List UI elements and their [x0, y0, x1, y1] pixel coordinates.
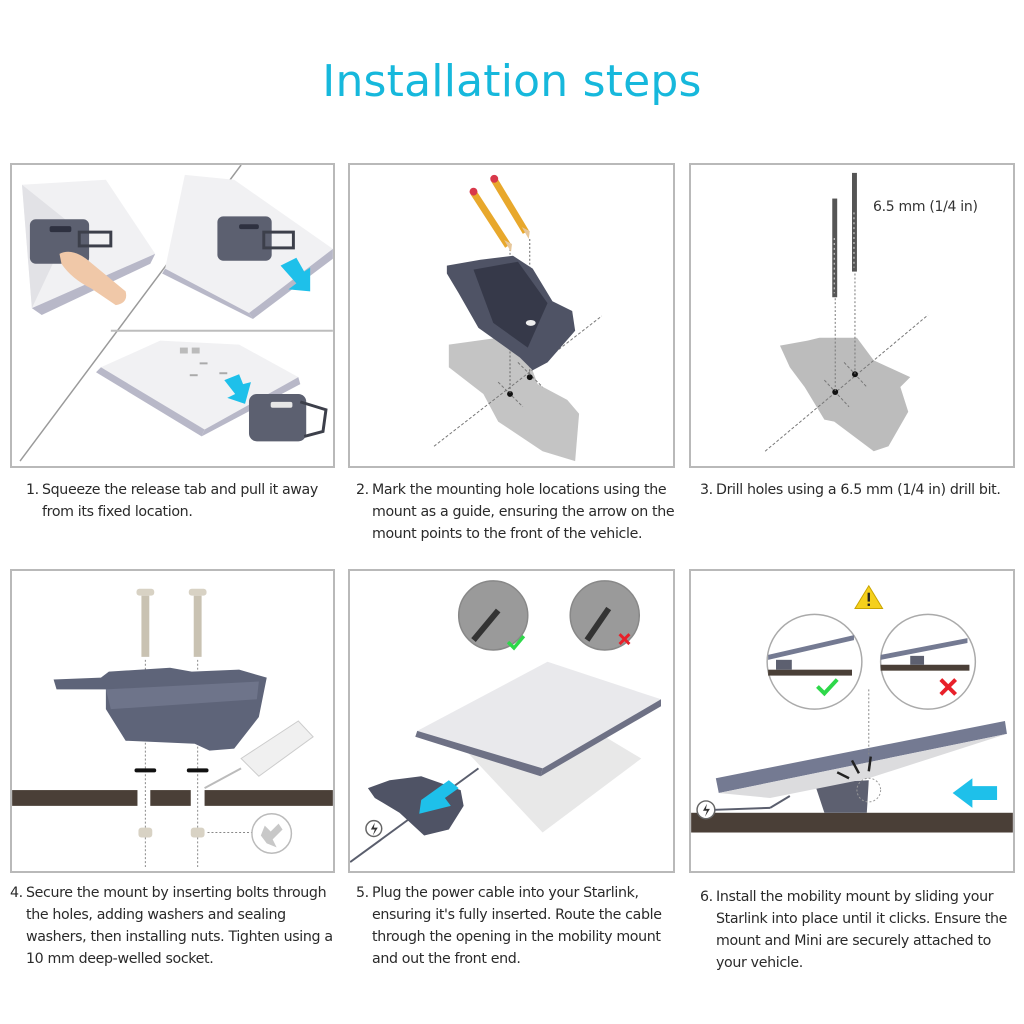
- drill-bit-icon: [832, 198, 838, 298]
- page-title: Installation steps: [322, 56, 702, 107]
- step-number: 5.: [356, 885, 369, 901]
- step-1-caption: 1. Squeeze the release tab and pull it a…: [26, 479, 336, 523]
- pencil-icon: [469, 187, 512, 252]
- incorrect-install-zoom: [879, 613, 977, 710]
- step-text: Secure the mount by inserting bolts thro…: [26, 885, 333, 967]
- warning-icon: [854, 584, 884, 609]
- power-icon: [696, 800, 716, 820]
- step-number: 3.: [700, 482, 713, 498]
- step-text: Install the mobility mount by sliding yo…: [716, 889, 1008, 971]
- step-number: 4.: [10, 885, 23, 901]
- power-icon: [365, 819, 383, 838]
- mount-icon-a: [29, 219, 113, 264]
- pencil-icon: [490, 174, 530, 240]
- correct-install-zoom: [766, 613, 863, 710]
- step-6-caption: 6. Install the mobility mount by sliding…: [700, 886, 1024, 974]
- release-tab-illustration: [19, 165, 333, 462]
- step-number: 1.: [26, 482, 39, 498]
- sealant-tube-icon: [204, 720, 314, 789]
- correct-plug-zoom: [457, 580, 529, 651]
- step-6-illustration: [689, 569, 1015, 873]
- step-text: Mark the mounting hole locations using t…: [372, 482, 675, 542]
- step-2-caption: 2. Mark the mounting hole locations usin…: [356, 479, 686, 545]
- drill-bit-icon: [852, 172, 857, 272]
- arrow-icon: [280, 257, 311, 292]
- bolts-washers-illustration: [12, 588, 333, 868]
- step-text: Squeeze the release tab and pull it away…: [42, 482, 318, 520]
- mount-icon: [446, 255, 576, 371]
- step-3-caption: 3. Drill holes using a 6.5 mm (1/4 in) d…: [700, 479, 1020, 501]
- step-2-illustration: [348, 163, 675, 468]
- drill-size-label: 6.5 mm (1/4 in): [873, 199, 978, 215]
- step-text: Drill holes using a 6.5 mm (1/4 in) dril…: [716, 482, 1001, 498]
- mount-icon: [53, 667, 267, 751]
- step-number: 2.: [356, 482, 369, 498]
- mount-icon-b: [217, 216, 295, 261]
- detached-mount-icon: [248, 393, 328, 442]
- step-3-illustration: 6.5 mm (1/4 in): [689, 163, 1015, 468]
- bolt-icon: [136, 588, 155, 657]
- step-4-illustration: [10, 569, 335, 873]
- incorrect-plug-zoom: [569, 580, 641, 651]
- step-1-illustration: [10, 163, 335, 468]
- drill-holes-illustration: [764, 172, 929, 452]
- step-number: 6.: [700, 889, 713, 905]
- step-5-illustration: [348, 569, 675, 873]
- plug-cable-illustration: [350, 580, 662, 863]
- wrench-icon: [251, 813, 293, 854]
- step-5-caption: 5. Plug the power cable into your Starli…: [356, 882, 686, 970]
- slide-mount-illustration: [691, 584, 1013, 833]
- step-4-caption: 4. Secure the mount by inserting bolts t…: [10, 882, 340, 970]
- bolt-icon: [188, 588, 207, 657]
- mark-holes-illustration: [433, 174, 603, 462]
- step-text: Plug the power cable into your Starlink,…: [372, 885, 662, 967]
